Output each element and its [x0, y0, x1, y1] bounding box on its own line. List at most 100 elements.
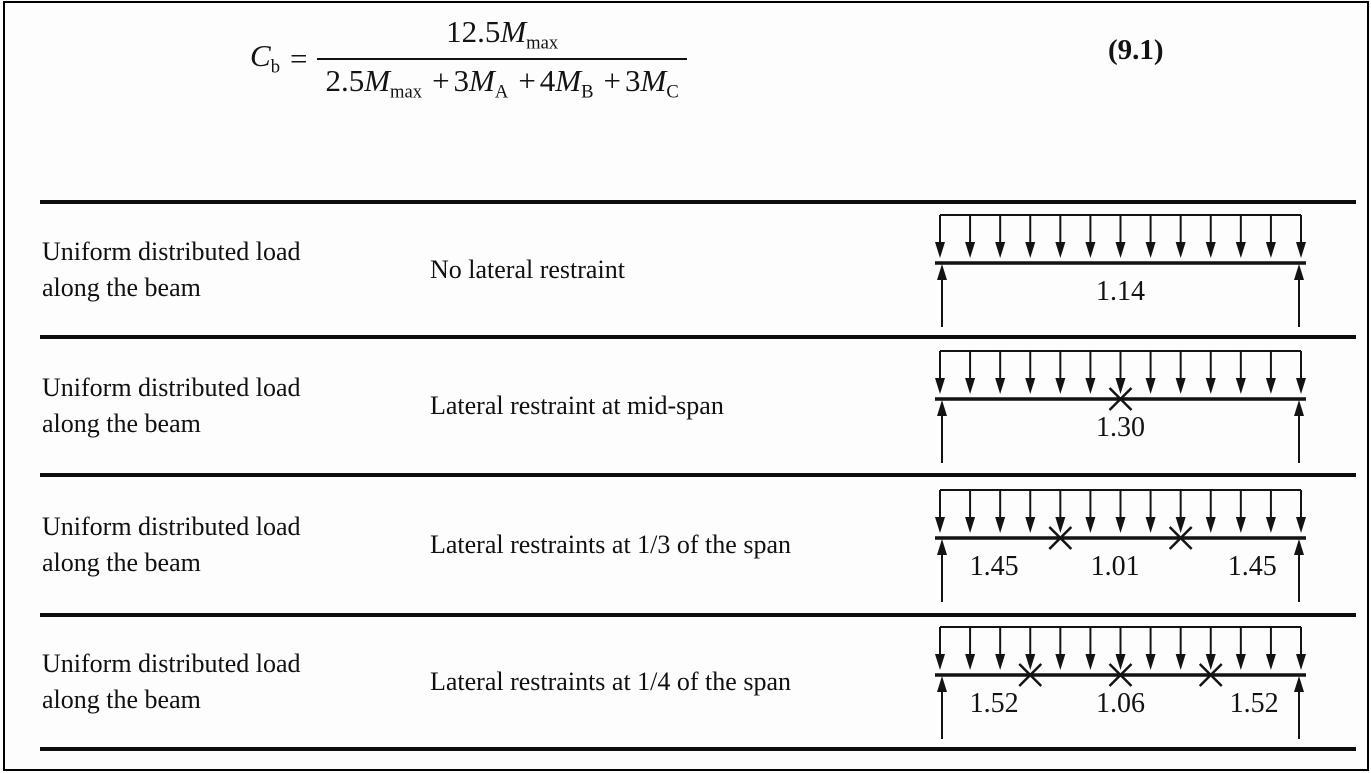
restraint-x-marker [1108, 663, 1133, 687]
distributed-load-arrows [935, 489, 1306, 533]
support-up-arrow [937, 676, 947, 739]
down-arrow-icon [1296, 517, 1306, 533]
table-row: Uniform distributed load along the beam … [0, 339, 1371, 473]
equation-term: Cb [250, 38, 280, 78]
up-arrow-icon [937, 400, 947, 416]
restraint-x-marker [1198, 663, 1223, 687]
down-arrow-icon [1296, 654, 1306, 670]
distributed-load-arrows [935, 626, 1306, 670]
up-arrow-icon [1294, 263, 1304, 280]
down-arrow-icon [1085, 378, 1096, 394]
down-arrow-icon [1055, 241, 1066, 258]
down-arrow-icon [1265, 654, 1276, 670]
load-type-cell: Uniform distributed load along the beam [42, 236, 301, 302]
equals-sign: = [289, 40, 308, 76]
restraint-cell: No lateral restraint [430, 254, 625, 284]
down-arrow-icon [965, 517, 976, 533]
cb-table: Uniform distributed load along the beam … [0, 200, 1371, 751]
down-arrow-icon [1025, 654, 1036, 670]
beam-diagram-svg: 1.30 [935, 350, 1306, 463]
beam-diagram: 1.14 [930, 209, 1311, 331]
down-arrow-icon [995, 241, 1006, 258]
load-type-cell: Uniform distributed load along the beam [42, 649, 301, 714]
support-up-arrow [937, 263, 947, 327]
down-arrow-icon [1235, 378, 1246, 394]
down-arrow-icon [1175, 654, 1186, 670]
down-arrow-icon [1296, 241, 1306, 258]
up-arrow-icon [937, 263, 947, 280]
equation-term: 12.5Mmax [446, 14, 559, 54]
down-arrow-icon [1115, 517, 1126, 533]
down-arrow-icon [935, 378, 945, 394]
down-arrow-icon [1265, 241, 1276, 258]
down-arrow-icon [1175, 378, 1186, 394]
down-arrow-icon [1265, 517, 1276, 533]
down-arrow-icon [965, 241, 976, 258]
cb-equation: Cb = 12.5Mmax 2.5Mmax+3MA+4MB+3MC [250, 14, 687, 103]
down-arrow-icon [1115, 654, 1126, 670]
down-arrow-icon [1205, 241, 1216, 258]
restraint-x-marker [1018, 663, 1043, 687]
down-arrow-icon [1145, 654, 1156, 670]
restraint-cell: Lateral restraints at 1/3 of the span [430, 530, 791, 559]
up-arrow-icon [937, 539, 947, 555]
down-arrow-icon [1085, 517, 1096, 533]
down-arrow-icon [1055, 378, 1066, 394]
support-up-arrow [1294, 539, 1304, 602]
cb-value-label: 1.30 [1096, 412, 1145, 443]
support-up-arrow [937, 400, 947, 463]
equation-fraction: 12.5Mmax 2.5Mmax+3MA+4MB+3MC [317, 14, 687, 103]
down-arrow-icon [1205, 378, 1216, 394]
cb-value-label: 1.45 [970, 551, 1019, 582]
support-up-arrow [1294, 676, 1304, 739]
down-arrow-icon [1265, 378, 1276, 394]
down-arrow-icon [1115, 378, 1126, 394]
cb-value-label: 1.14 [1096, 276, 1145, 307]
down-arrow-icon [935, 241, 945, 258]
down-arrow-icon [1085, 654, 1096, 670]
down-arrow-icon [1235, 241, 1246, 258]
equation-number: (9.1) [1108, 34, 1164, 66]
table-row: Uniform distributed load along the beam … [0, 477, 1371, 613]
table-row: Uniform distributed load along the beam … [0, 204, 1371, 335]
equation-term: 2.5Mmax [325, 62, 423, 103]
down-arrow-icon [1175, 517, 1186, 533]
down-arrow-icon [965, 378, 976, 394]
support-up-arrow [937, 539, 947, 602]
down-arrow-icon [1235, 654, 1246, 670]
support-up-arrow [1294, 263, 1304, 327]
down-arrow-icon [1025, 378, 1036, 394]
cb-value-label: 1.52 [970, 688, 1019, 719]
horizontal-rule [40, 335, 1356, 339]
down-arrow-icon [935, 517, 945, 533]
down-arrow-icon [1055, 654, 1066, 670]
restraint-cell: Lateral restraint at mid-span [430, 391, 724, 420]
equation-lhs: Cb [250, 38, 280, 79]
up-arrow-icon [1294, 539, 1304, 555]
up-arrow-icon [1294, 676, 1304, 692]
distributed-load-arrows [935, 213, 1306, 258]
cb-value-label: 1.52 [1230, 688, 1279, 719]
beam-diagram: 1.30 [930, 345, 1311, 467]
distributed-load-arrows [935, 350, 1306, 394]
equation-term: +3MC [603, 62, 679, 103]
down-arrow-icon [1115, 241, 1126, 258]
restraint-x-marker [1048, 526, 1073, 550]
cb-value-label: 1.01 [1091, 551, 1140, 582]
down-arrow-icon [1145, 378, 1156, 394]
down-arrow-icon [1085, 241, 1096, 258]
fraction-numerator: 12.5Mmax [434, 14, 570, 58]
down-arrow-icon [1145, 241, 1156, 258]
down-arrow-icon [995, 517, 1006, 533]
down-arrow-icon [1025, 241, 1036, 258]
beam-diagram-svg: 1.14 [935, 213, 1306, 327]
down-arrow-icon [1025, 517, 1036, 533]
down-arrow-icon [1205, 654, 1216, 670]
table-row: Uniform distributed load along the beam … [0, 617, 1371, 747]
up-arrow-icon [1294, 400, 1304, 416]
equation-term: +4MB [518, 62, 594, 103]
equation-term: +3MA [432, 62, 509, 103]
